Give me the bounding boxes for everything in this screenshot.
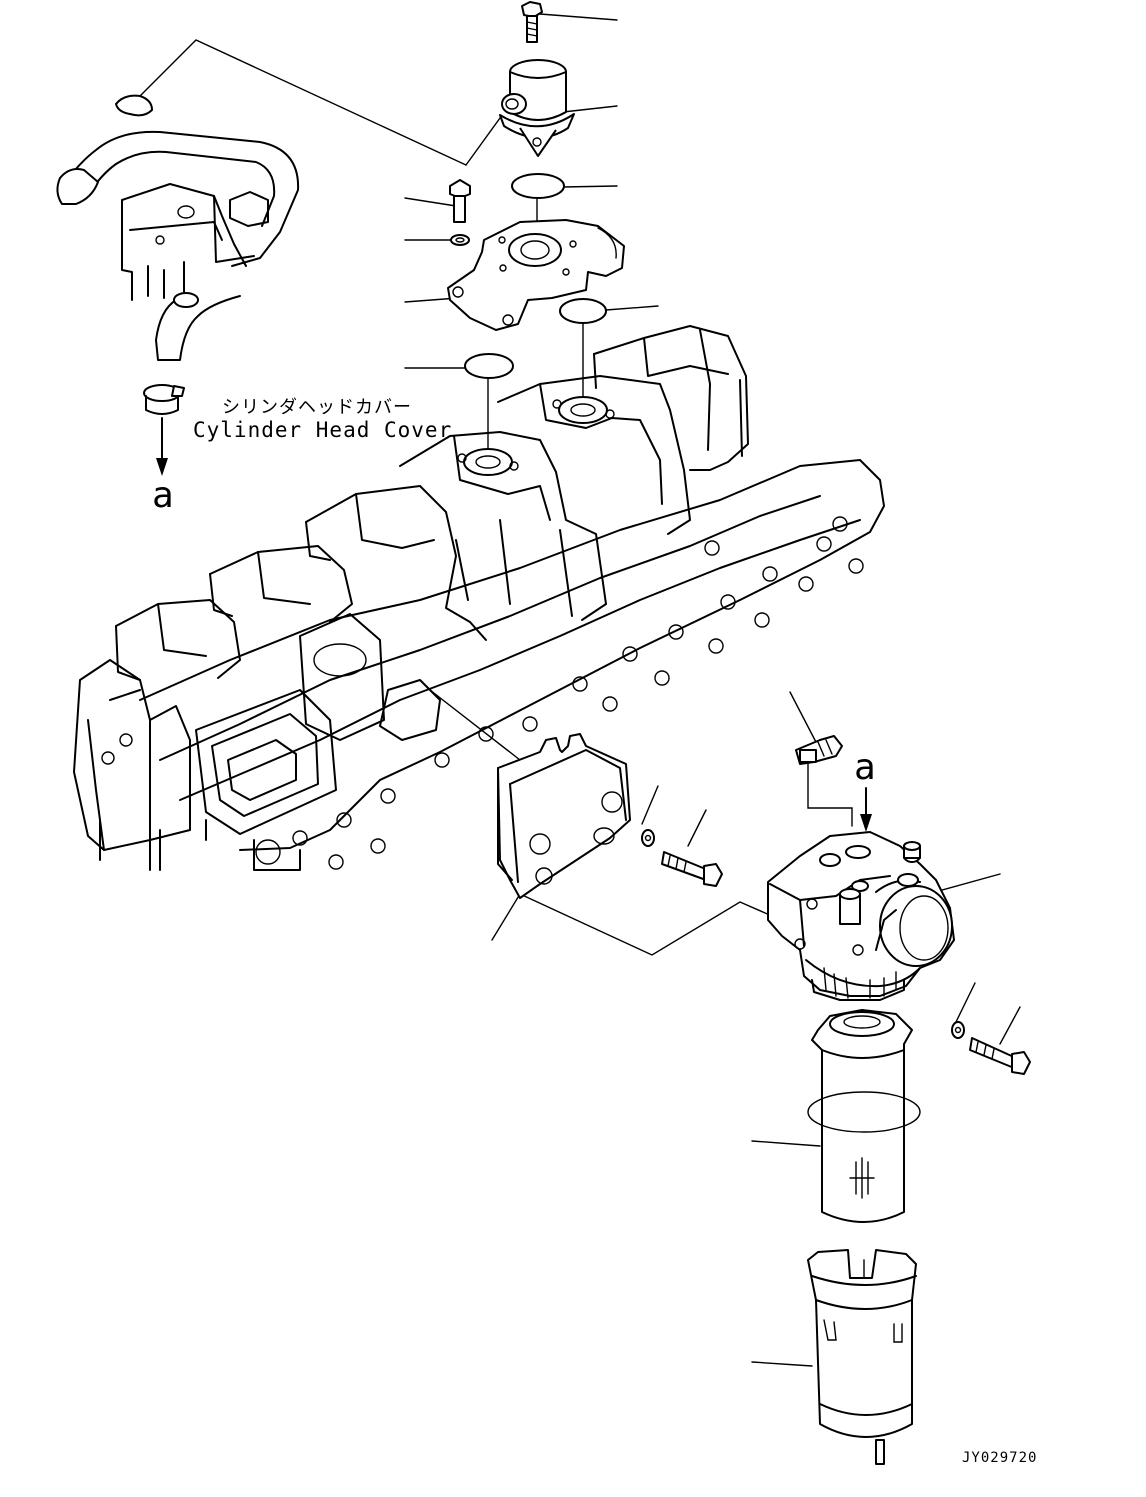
o-rings	[464, 173, 607, 379]
cylinder-head-covers	[73, 325, 885, 871]
breather-hose-assembly	[56, 94, 300, 476]
bracket-bolt	[641, 829, 723, 887]
leader-lines	[133, 13, 1021, 1367]
cylinder-head-cover-label-en: Cylinder Head Cover	[193, 418, 453, 442]
connection-marker-a-right: a	[854, 747, 876, 788]
filter-head	[767, 831, 955, 1001]
filter-element	[807, 1009, 921, 1223]
filter-case	[807, 1249, 917, 1465]
connection-marker-a-left: a	[152, 475, 174, 516]
pressure-sensor	[795, 735, 843, 765]
breather-assembly	[499, 1, 575, 157]
filter-head-bolt	[951, 1021, 1031, 1075]
filter-head-ribs	[823, 967, 897, 999]
cylinder-head-cover-label-jp: シリンダヘッドカバー	[222, 397, 412, 418]
breather-case	[447, 179, 625, 331]
rail-bolts	[292, 516, 864, 870]
filter-bracket	[497, 733, 631, 899]
drawing-code: JY029720	[962, 1450, 1038, 1466]
